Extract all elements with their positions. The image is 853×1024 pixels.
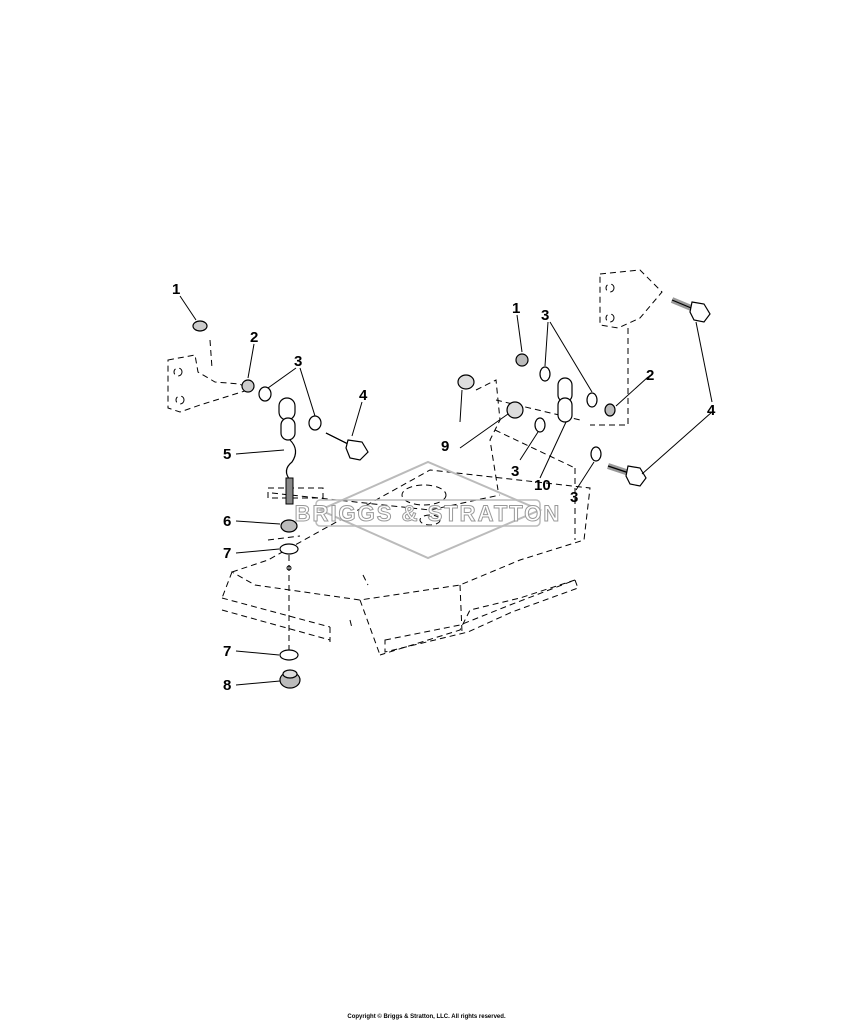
callout-4: 4 xyxy=(359,387,368,404)
chain-link-icon xyxy=(557,377,573,423)
chain-icon xyxy=(278,397,297,505)
lock-nut-icon xyxy=(279,669,301,689)
callout-1-right: 1 xyxy=(512,300,520,317)
leader-lines xyxy=(179,295,713,686)
right-bracket xyxy=(475,269,663,540)
callout-4-right: 4 xyxy=(707,402,716,419)
callout-3-right: 3 xyxy=(541,307,549,324)
washer-icon xyxy=(308,415,322,431)
watermark-text: BRIGGS & STRATTON xyxy=(295,501,562,526)
callout-6: 6 xyxy=(223,513,231,530)
washer-icon xyxy=(534,417,546,433)
nut-icon xyxy=(192,320,208,332)
callout-5: 5 xyxy=(223,446,231,463)
callout-3: 3 xyxy=(294,353,302,370)
flange-nut-icon xyxy=(457,374,475,390)
washer-icon xyxy=(258,386,272,402)
bolt-icon xyxy=(670,297,711,323)
callouts: 1 2 3 4 5 6 7 7 8 1 3 2 4 9 3 10 3 xyxy=(172,281,716,694)
washer-icon xyxy=(539,366,551,382)
callout-2-right: 2 xyxy=(646,367,654,384)
mower-deck xyxy=(221,469,591,656)
hex-nut-icon xyxy=(280,519,298,533)
left-bracket xyxy=(167,339,250,413)
lock-nut-icon xyxy=(241,379,255,393)
callout-3-lower: 3 xyxy=(570,489,578,506)
callout-7: 7 xyxy=(223,545,231,562)
bolt-icon xyxy=(325,432,369,461)
flange-nut-icon xyxy=(506,401,524,419)
lock-nut-icon xyxy=(604,403,616,417)
callout-8: 8 xyxy=(223,677,231,694)
right-hardware xyxy=(457,297,711,487)
callout-10: 10 xyxy=(534,477,551,494)
callout-2: 2 xyxy=(250,329,258,346)
watermark: BRIGGS & STRATTON xyxy=(294,460,562,560)
washer-icon xyxy=(590,446,602,462)
washer-icon xyxy=(586,392,598,408)
callout-1: 1 xyxy=(172,281,180,298)
washer-icon xyxy=(279,543,299,555)
copyright-notice: Copyright © Briggs & Stratton, LLC. All … xyxy=(347,1014,506,1020)
nut-icon xyxy=(515,353,529,367)
callout-7-lower: 7 xyxy=(223,643,231,660)
left-hardware xyxy=(192,320,369,689)
callout-3-middle: 3 xyxy=(511,463,519,480)
callout-9: 9 xyxy=(441,438,449,455)
washer-icon xyxy=(279,649,299,661)
bolt-icon xyxy=(607,463,647,487)
